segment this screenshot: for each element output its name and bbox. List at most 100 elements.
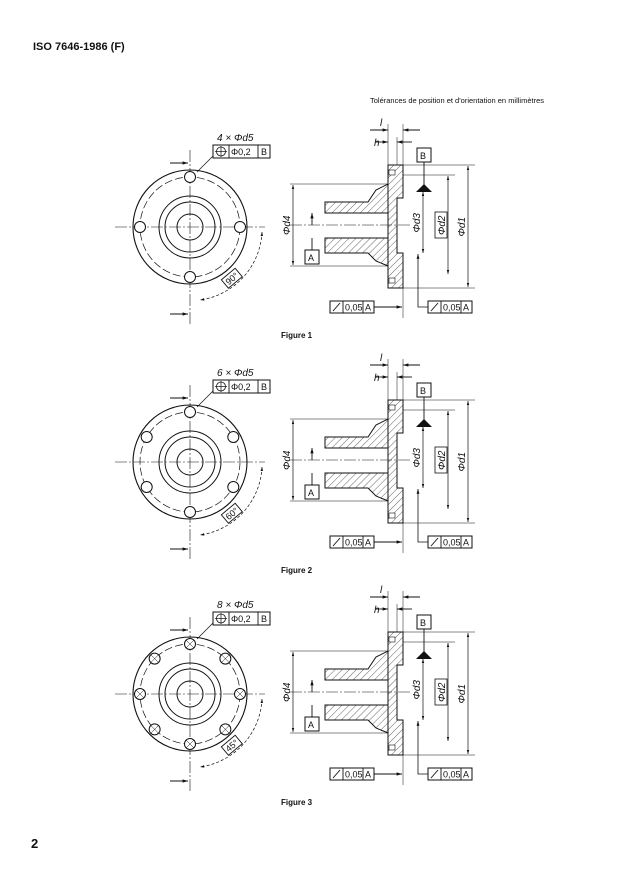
hub-section-top [324,183,389,214]
dim-d2-frame [434,446,448,474]
angle-dimension-arc [199,466,264,536]
hub-section-bottom [324,704,389,734]
dim-d3-label: Φd3 [412,680,423,700]
dim-h-label: h [374,138,380,149]
units-note: Tolérances de position et d'orientation … [370,96,545,105]
angle-frame [220,267,243,289]
datum-a-label: A [308,253,314,263]
position-datum: B [261,147,267,157]
page-number: 2 [31,836,39,851]
position-tolerance-frame [212,611,271,626]
runout-frame-1-value: 0,05 [345,538,363,548]
datum-b-triangle [416,419,432,427]
runout-frame-2-datum: A [463,770,469,780]
hole-count-label: 8 × Φd5 [217,600,254,611]
angle-frame [220,734,243,756]
bolt-hole [140,481,153,493]
bolt-hole [140,431,153,443]
angle-frame [220,502,243,524]
bolt-hole [227,431,240,443]
datum-a-label: A [308,720,314,730]
flange-section [387,399,404,524]
dim-d2-label: Φd2 [437,682,448,702]
runout-frame-2-value: 0,05 [443,770,461,780]
position-tolerance-value: Φ0,2 [231,382,251,392]
hole-cross [150,725,159,734]
runout-symbol-icon [430,769,439,779]
dim-d2-frame [434,211,448,239]
dim-l-label: l [380,353,383,364]
dim-d2-frame [434,678,448,706]
position-tolerance-value: Φ0,2 [231,614,251,624]
dim-d4-label: Φd4 [282,682,293,702]
dim-d4-label: Φd4 [282,215,293,235]
bolt-hole [184,506,196,518]
dim-d3-label: Φd3 [412,448,423,468]
hub-section-bottom [324,472,389,502]
hub-section-bottom [324,237,389,267]
datum-b-label: B [420,386,426,396]
position-tolerance-frame [212,144,271,159]
hole-cross [235,689,245,699]
datum-a-frame [304,249,320,265]
runout-frame-2-datum: A [463,538,469,548]
hole-count-label: 4 × Φd5 [217,133,254,144]
figure-caption: Figure 3 [281,798,313,807]
runout-symbol-icon [332,302,341,312]
hole-cross [150,654,159,663]
runout-frame-2-value: 0,05 [443,303,461,313]
dim-d3-label: Φd3 [412,213,423,233]
hole-cross [135,689,145,699]
flange-hole-bottom [388,512,396,519]
runout-symbol-icon [332,537,341,547]
hole-cross [185,739,195,749]
hole-cross [185,639,195,649]
dim-d1-label: Φd1 [457,452,468,472]
figure-caption: Figure 1 [281,331,313,340]
angle-label: 60° [220,502,243,524]
runout-frame-1-value: 0,05 [345,770,363,780]
flange-hole-bottom [388,277,396,284]
hole-cross [221,654,230,663]
leader-line [196,388,216,408]
datum-a-frame [304,484,320,500]
flange-hole-top [388,404,396,411]
runout-frame-1-datum: A [365,770,371,780]
datum-b-triangle [416,651,432,659]
flange-hole-top [388,636,396,643]
bolt-hole [134,221,146,233]
dim-d2-label: Φd2 [437,215,448,235]
flange-section [387,631,404,756]
dim-d1-label: Φd1 [457,217,468,237]
runout-frame-2-datum: A [463,303,469,313]
position-tolerance-value: Φ0,2 [231,147,251,157]
hub-section-top [324,418,389,449]
runout-frame-1-datum: A [365,538,371,548]
position-tolerance-frame [212,379,271,394]
dim-d1-label: Φd1 [457,684,468,704]
runout-leader-2 [416,489,428,543]
angle-dimension-arc [199,698,264,768]
leader-line [196,620,216,640]
position-datum: B [261,614,267,624]
angle-label: 45° [220,734,243,756]
flange-section [387,164,404,289]
datum-b-label: B [420,151,426,161]
standard-header: ISO 7646-1986 (F) [33,41,125,53]
runout-frame-1-datum: A [365,303,371,313]
datum-a-label: A [308,488,314,498]
runout-frame-1-value: 0,05 [345,303,363,313]
runout-leader-2 [416,721,428,775]
runout-symbol-icon [430,537,439,547]
dim-d2-label: Φd2 [437,450,448,470]
dim-d4-label: Φd4 [282,450,293,470]
leader-line [196,153,216,173]
angle-dimension-arc [199,231,264,301]
runout-symbol-icon [430,302,439,312]
runout-symbol-icon [332,769,341,779]
